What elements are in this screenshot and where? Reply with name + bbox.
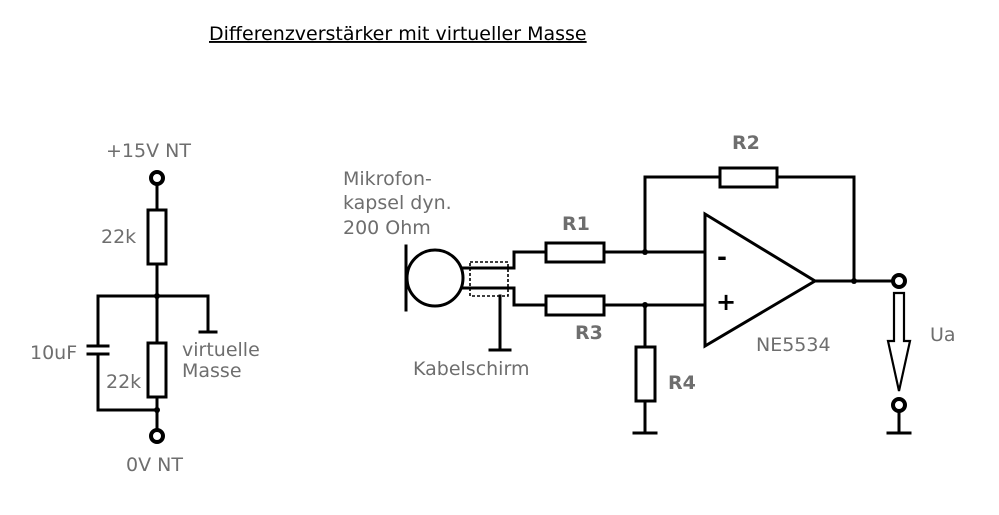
resistor-22k-top	[146, 208, 168, 266]
wire	[506, 286, 548, 307]
mic-body	[405, 248, 465, 308]
resistor-22k-bottom	[146, 341, 168, 399]
shield-label: Kabelschirm	[413, 358, 529, 380]
supply-ground-label: 0V NT	[126, 454, 183, 476]
junction-dot	[154, 407, 160, 413]
supply-ground-terminal	[149, 428, 165, 444]
output-terminal	[891, 273, 907, 289]
mic-label-2: kapsel dyn.	[343, 192, 452, 214]
wire	[643, 175, 722, 254]
resistor-r2	[718, 166, 779, 189]
resistor-r3	[544, 294, 606, 317]
resistor-r4	[634, 345, 657, 403]
r-top-label: 22k	[101, 226, 136, 248]
mic-label-3: 200 Ohm	[343, 217, 431, 239]
wire	[506, 250, 548, 270]
opamp-plus-sign: +	[716, 288, 736, 316]
junction-dot	[851, 278, 857, 284]
diagram-title: Differenzverstärker mit virtueller Masse	[209, 23, 587, 45]
vmass-label-2: Masse	[182, 360, 242, 382]
r1-label: R1	[562, 213, 590, 235]
r-bottom-label: 22k	[106, 371, 141, 393]
wire	[775, 175, 856, 283]
microphone-capsule: Mikrofon- kapsel dyn. 200 Ohm Kabelschir…	[343, 168, 529, 380]
output-ground-terminal	[891, 397, 907, 413]
supply-plus-label: +15V NT	[106, 140, 191, 162]
vmass-label-1: virtuelle	[182, 339, 260, 361]
r2-label: R2	[732, 132, 760, 154]
opamp-triangle	[703, 211, 818, 349]
mic-label-1: Mikrofon-	[343, 168, 432, 190]
opamp-minus-sign: -	[717, 243, 727, 271]
cap-label: 10uF	[30, 342, 77, 364]
junction-dot	[154, 293, 160, 299]
output-label: Ua	[930, 324, 956, 346]
differential-amplifier: R1 R2 R3 R4 - + NE5534 Ua	[506, 132, 956, 435]
cable-shield	[469, 261, 509, 297]
resistor-r1	[544, 241, 606, 264]
output-voltage-arrow	[886, 291, 912, 392]
supply-plus-terminal	[149, 170, 165, 186]
r3-label: R3	[575, 322, 603, 344]
opamp-label: NE5534	[756, 334, 831, 356]
r4-label: R4	[668, 372, 696, 394]
virtual-ground-supply: +15V NT 22k virtuelle Masse 10uF 22k 0V …	[30, 140, 260, 476]
